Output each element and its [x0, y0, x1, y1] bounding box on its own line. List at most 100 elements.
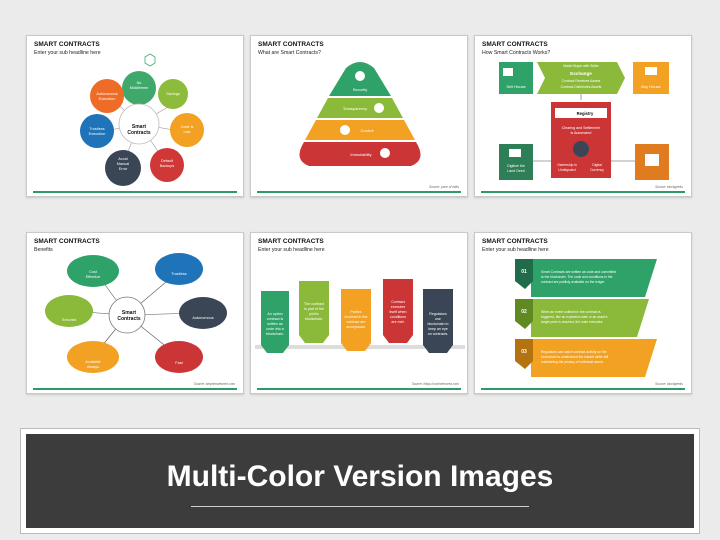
slide-subtitle: What are Smart Contracts? — [258, 50, 321, 56]
numbered-steps-diagram: 01 02 03 Smart Contracts are written as … — [515, 259, 657, 377]
slide-thumbnail-6[interactable]: SMART CONTRACTS Enter your sub headline … — [474, 232, 692, 394]
step-2-line-3: target price is reached, the code execut… — [541, 320, 603, 324]
caption-banner-background: Multi-Color Version Images — [26, 434, 694, 528]
item-savings: Savings — [166, 92, 180, 96]
slide-title: SMART CONTRACTS — [482, 238, 548, 245]
slide-subtitle: Enter your sub headline here — [34, 50, 101, 56]
card-5-line-5: on contracts. — [428, 332, 449, 336]
step-3-line-3: maintaining the privacy of individual ac… — [541, 360, 604, 364]
five-card-diagram: An option contract is written as code in… — [255, 279, 465, 353]
step-3-number: 03 — [521, 349, 527, 355]
slide-title: SMART CONTRACTS — [258, 238, 324, 245]
sell-house-label: Sell House — [506, 84, 526, 89]
card-4-line-1: Contract — [391, 300, 405, 304]
card-3-line-3: contract are — [347, 320, 366, 324]
clearing-line-1: Clearing and Settlement — [562, 126, 601, 130]
item-default-backups: Default — [161, 159, 174, 163]
item-trustless: Trustless — [89, 127, 104, 131]
exchange-line-3: Contract Receives Assets — [562, 79, 601, 83]
benefits-hub-diagram: Smart Contracts Cost Effective Trustless… — [45, 253, 227, 373]
slide-thumbnail-4[interactable]: SMART CONTRACTS Benefits Smart Contracts… — [26, 232, 244, 394]
card-4-line-5: are met. — [391, 320, 404, 324]
slide-thumbnail-1[interactable]: SMART CONTRACTS Enter your sub headline … — [26, 35, 244, 197]
digital-line-2: Currency — [590, 168, 604, 172]
buy-house-label: Buy House — [641, 84, 661, 89]
ownership-line-2: Undisputed — [558, 168, 575, 172]
digital-line-1: Digital — [592, 163, 602, 167]
card-4-line-4: conditions — [390, 315, 406, 319]
card-5-line-1: Regulators — [429, 312, 447, 316]
item-trustless-2: Execution — [89, 132, 106, 136]
source-note: Source: blockgeeks — [655, 185, 683, 189]
layer-security: Security — [353, 87, 367, 92]
card-5-line-3: blockchain to — [428, 322, 449, 326]
step-2-number: 02 — [521, 309, 527, 315]
benefit-available-1: Available — [85, 360, 100, 364]
card-3-line-2: involved in the — [345, 315, 368, 319]
slide-title: SMART CONTRACTS — [34, 238, 100, 245]
center-label-line-2: Contracts — [127, 130, 151, 136]
item-code-is-law: Code is — [181, 125, 194, 129]
hub-line-2: Contracts — [117, 316, 141, 322]
benefit-fast: Fast — [175, 361, 183, 365]
item-autonomous-2: Execution — [99, 97, 116, 101]
slide-thumbnail-2[interactable]: SMART CONTRACTS What are Smart Contracts… — [250, 35, 468, 197]
step-1-number: 01 — [521, 269, 527, 275]
benefit-trustless: Trustless — [171, 272, 186, 276]
workflow-diagram: Sell House Match Buyer with Seller Excha… — [499, 62, 669, 180]
card-5-line-2: use — [435, 317, 441, 321]
card-1-line-4: code into a — [266, 327, 284, 331]
card-2-line-4: blockchain. — [305, 317, 323, 321]
layer-immutability: Immutability — [350, 152, 371, 157]
benefit-available-2: Always — [87, 365, 99, 369]
step-3-line-1: Regulators can watch contract activity o… — [541, 350, 607, 354]
card-1-line-2: contract is — [267, 317, 284, 321]
step-2-line-2: triggered, like an expiration date or an… — [541, 315, 608, 319]
item-code-is-law-2: Law — [184, 130, 191, 134]
card-2-line-3: public — [309, 312, 319, 316]
ownership-line-1: Ownership is — [557, 163, 577, 167]
card-2-line-2: is part of the — [304, 307, 324, 311]
card-2-line-1: The contract — [304, 302, 324, 306]
item-default-backups-2: Backups — [160, 164, 175, 168]
source-note: Source: price of edits — [429, 185, 459, 189]
exchange-line-1: Match Buyer with Seller — [563, 64, 599, 68]
card-5-line-4: keep an eye — [428, 327, 448, 331]
center-label-line-1: Smart — [132, 124, 147, 130]
banner-title: Multi-Color Version Images — [166, 460, 554, 493]
slide-title: SMART CONTRACTS — [482, 41, 548, 48]
item-no-middlemen: No — [137, 81, 142, 85]
deed-line-2: Land Deed — [507, 169, 525, 173]
card-1-line-3: written as — [267, 322, 283, 326]
benefit-secured: Secured — [62, 318, 76, 322]
slide-thumbnail-5[interactable]: SMART CONTRACTS Enter your sub headline … — [250, 232, 468, 394]
slide-title: SMART CONTRACTS — [34, 41, 100, 48]
caption-banner: Multi-Color Version Images — [20, 428, 700, 534]
source-note: Source: stephenwebreci.com — [193, 382, 235, 386]
card-1-line-1: An option — [267, 312, 282, 316]
layer-control: Control — [361, 128, 374, 133]
layer-transparency: Transparency — [343, 106, 367, 111]
slide-subtitle: How Smart Contracts Works? — [482, 50, 551, 56]
step-2-line-1: When an event outlined in the contract i… — [541, 310, 601, 314]
clearing-line-2: is Automated — [571, 131, 592, 135]
step-1-line-2: to the blockchain. The code and conditio… — [541, 275, 613, 279]
radial-diagram: Smart Contracts No Middlemen Savings Cod… — [80, 53, 204, 186]
registry-label: Registry — [577, 111, 594, 116]
card-4-line-2: executes — [391, 305, 406, 309]
banner-underline — [191, 506, 529, 507]
exchange-line-2: Exchange — [570, 71, 592, 76]
slide-title: SMART CONTRACTS — [258, 41, 324, 48]
item-no-middlemen-2: Middlemen — [130, 86, 149, 90]
deed-line-1: Digitize the — [507, 164, 525, 168]
item-avoid-error-3: Error — [119, 167, 128, 171]
item-avoid-error-2: Manual — [117, 162, 130, 166]
slide-subtitle: Enter your sub headline here — [482, 247, 549, 253]
slide-thumbnail-3[interactable]: SMART CONTRACTS How Smart Contracts Work… — [474, 35, 692, 197]
card-4-line-3: itself when — [390, 310, 407, 314]
card-1-line-5: blockchain. — [266, 332, 284, 336]
benefit-autonomous: Autonomous — [192, 316, 213, 320]
source-note: Source: blockgeeks — [655, 382, 683, 386]
step-3-line-2: blockchain to understand the market whil… — [541, 355, 609, 359]
card-3-line-1: Parties — [350, 310, 361, 314]
